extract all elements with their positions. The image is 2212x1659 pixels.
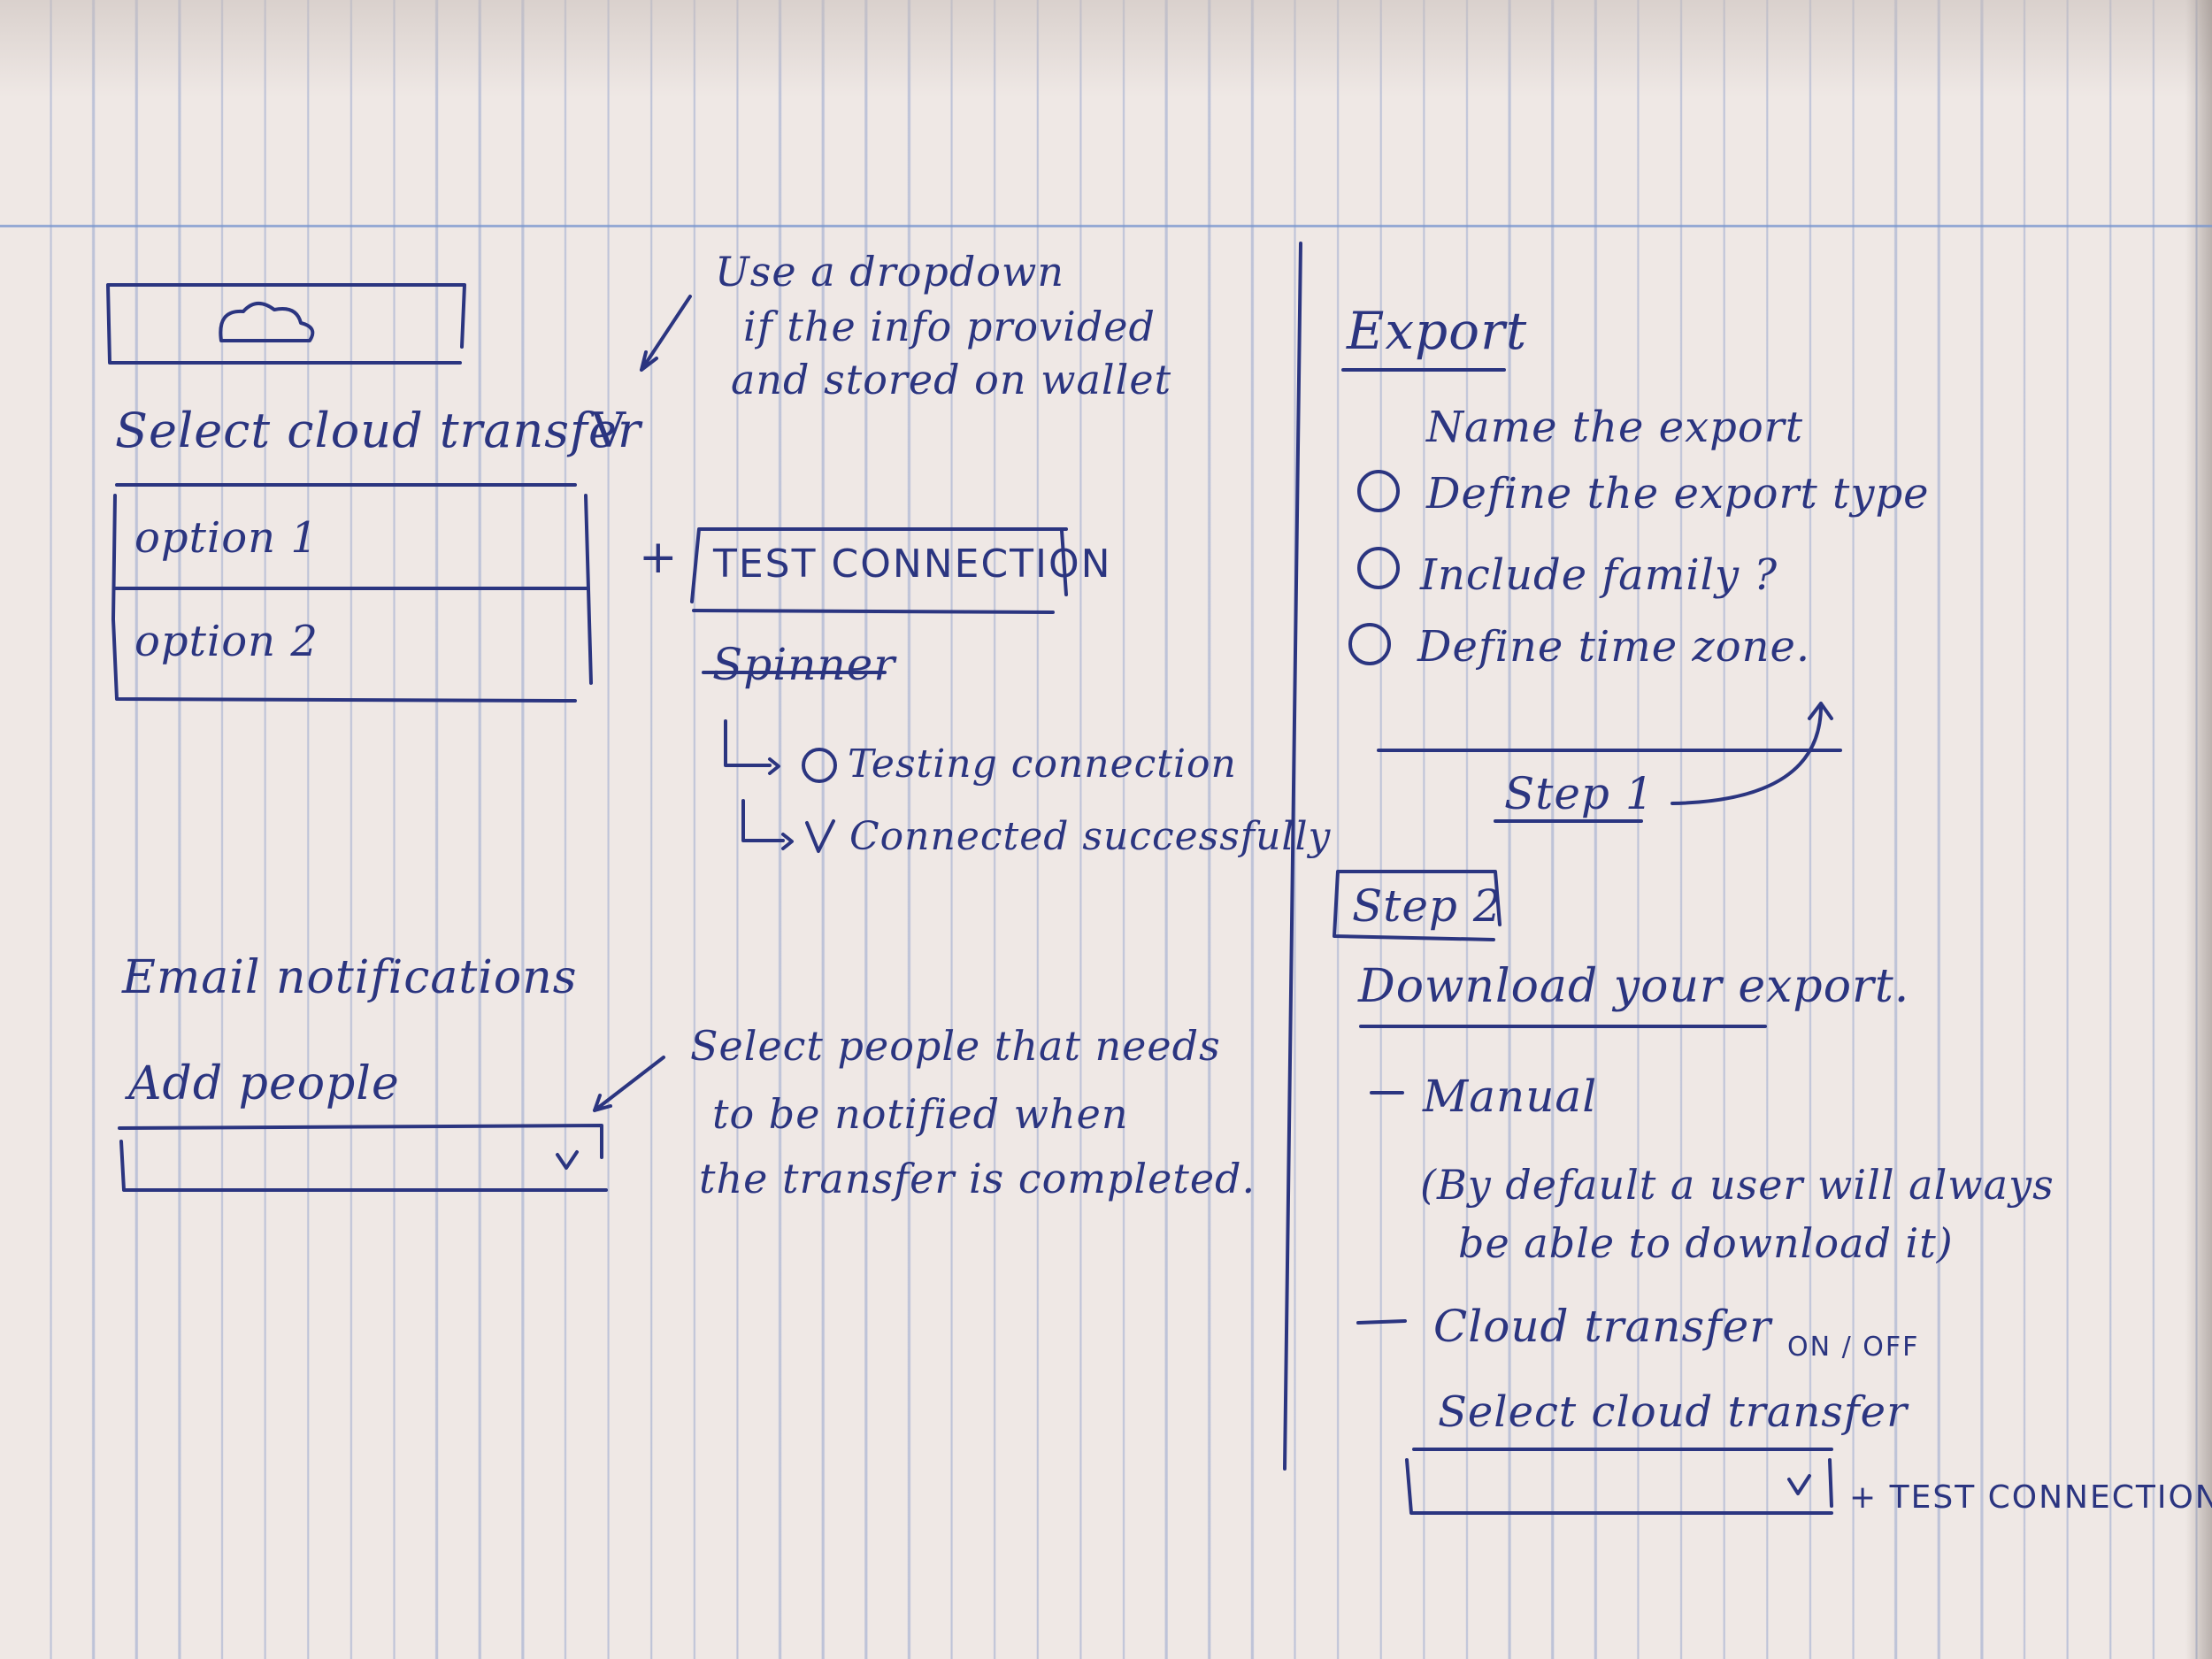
- step-define-timezone: Define time zone.: [1417, 622, 1810, 672]
- arrow-icon: [641, 296, 690, 370]
- check-icon: [807, 821, 833, 851]
- manual-option[interactable]: Manual: [1423, 1071, 1597, 1122]
- manual-note-line1: (By default a user will always: [1420, 1161, 2055, 1209]
- option-2[interactable]: option 2: [134, 617, 319, 666]
- people-note-line3: the transfer is completed.: [699, 1155, 1256, 1202]
- select-chevron[interactable]: V: [591, 403, 626, 458]
- spinner-icon: [803, 749, 835, 781]
- spinner-state-testing: Testing connection: [848, 741, 1237, 787]
- step-1-label[interactable]: Step 1: [1504, 768, 1655, 819]
- add-people-label: Add people: [128, 1057, 400, 1110]
- option-1[interactable]: option 1: [134, 513, 319, 563]
- cloud-header-box: [108, 285, 465, 363]
- step-define-type: Define the export type: [1426, 469, 1930, 518]
- people-note-line1: Select people that needs: [690, 1022, 1221, 1070]
- cloud-icon: [220, 303, 312, 341]
- right-select-cloud-transfer-label: Select cloud transfer: [1438, 1387, 1908, 1437]
- step-name-export: Name the export: [1426, 403, 1803, 452]
- export-heading: Export: [1347, 301, 1527, 361]
- cloud-transfer-toggle[interactable]: ON / OFF: [1787, 1332, 1919, 1363]
- dropdown-note-line1: Use a dropdown: [715, 248, 1064, 296]
- dropdown-note-line2: if the info provided: [743, 303, 1156, 350]
- email-notifications-heading: Email notifications: [122, 951, 577, 1004]
- cloud-transfer-option[interactable]: Cloud transfer: [1433, 1301, 1771, 1352]
- chevron-down-icon: [557, 1152, 577, 1168]
- select-cloud-transfer-label: Select cloud transfer: [115, 403, 641, 458]
- people-field: [119, 1125, 606, 1190]
- manual-note-line2: be able to download it): [1458, 1219, 1954, 1267]
- test-connection-button[interactable]: TEST CONNECTION: [713, 541, 1112, 587]
- step-2-label[interactable]: Step 2: [1352, 880, 1502, 932]
- plus-sign: +: [639, 531, 680, 584]
- right-test-connection-button[interactable]: + TEST CONNECTION: [1849, 1479, 2212, 1516]
- dropdown-note-line3: and stored on wallet: [731, 356, 1171, 403]
- spinner-state-connected: Connected successfully: [849, 814, 1331, 859]
- spinner-heading: Spinner: [712, 639, 895, 690]
- download-export-heading: Download your export.: [1358, 960, 1909, 1013]
- step-include-family: Include family ?: [1420, 550, 1778, 600]
- people-note-line2: to be notified when: [712, 1090, 1129, 1138]
